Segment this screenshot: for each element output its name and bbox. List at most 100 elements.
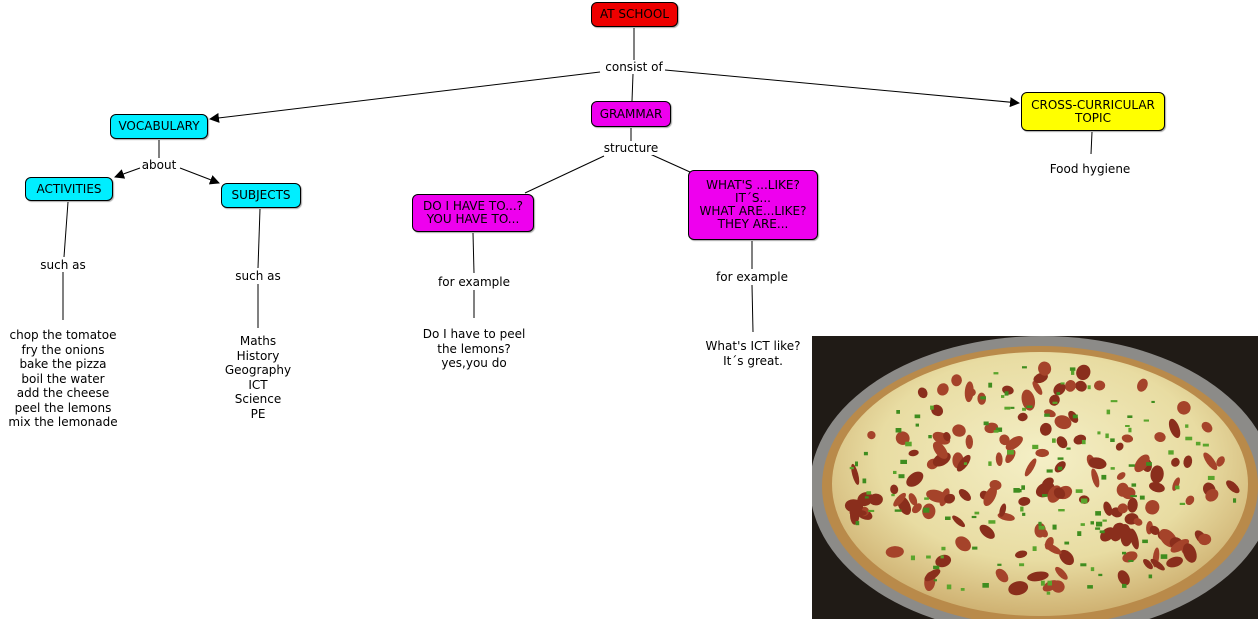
bacon-piece xyxy=(1054,415,1072,430)
bacon-piece xyxy=(1065,380,1076,392)
bacon-piece xyxy=(1149,482,1165,493)
bacon-piece xyxy=(1137,378,1148,392)
bacon-piece xyxy=(999,434,1010,446)
bacon-piece xyxy=(1039,422,1052,436)
scallion-piece xyxy=(1095,511,1101,516)
node-whats-like[interactable]: WHAT'S ...LIKE? IT´S... WHAT ARE...LIKE?… xyxy=(688,170,818,240)
bacon-piece xyxy=(911,503,922,514)
bacon-piece xyxy=(965,434,974,449)
scallion-piece xyxy=(1069,367,1076,371)
bacon-piece xyxy=(1122,551,1138,563)
scallion-piece xyxy=(1075,489,1083,493)
bacon-piece xyxy=(983,486,997,507)
scallion-piece xyxy=(1042,494,1048,497)
bacon-piece xyxy=(908,493,918,506)
scallion-piece xyxy=(891,493,895,497)
bacon-piece xyxy=(1018,496,1031,506)
bacon-piece xyxy=(885,546,904,558)
scallion-piece xyxy=(905,441,912,447)
scallion-piece xyxy=(1019,563,1025,567)
bacon-piece xyxy=(1134,454,1150,473)
node-at-school[interactable]: AT SCHOOL xyxy=(591,2,678,27)
bacon-piece xyxy=(1150,558,1165,571)
scallion-piece xyxy=(1072,414,1078,419)
bacon-piece xyxy=(849,509,867,517)
bacon-piece xyxy=(1112,522,1126,537)
bacon-piece xyxy=(1091,468,1100,488)
link-label-such-as-subjects: such as xyxy=(235,269,281,283)
scallion-piece xyxy=(1142,539,1148,544)
bacon-piece xyxy=(1205,488,1219,502)
bacon-piece xyxy=(924,568,941,582)
bacon-piece xyxy=(1117,503,1128,514)
node-vocabulary[interactable]: VOCABULARY xyxy=(110,114,208,139)
scallion-piece xyxy=(997,563,1002,566)
bacon-piece xyxy=(857,492,873,507)
bacon-piece xyxy=(1198,533,1212,546)
scallion-piece xyxy=(972,546,978,550)
bacon-piece xyxy=(1005,435,1023,451)
link-label-for-example-like: for example xyxy=(716,270,788,284)
scallion-piece xyxy=(1099,530,1105,534)
link-label-such-as-activities: such as xyxy=(40,258,86,272)
bacon-piece xyxy=(1094,380,1106,391)
bacon-piece xyxy=(1145,500,1160,515)
scallion-piece xyxy=(1007,450,1014,455)
bacon-piece xyxy=(944,493,956,504)
bacon-piece xyxy=(1166,556,1183,568)
scallion-piece xyxy=(1110,438,1115,442)
leaf-have-to-example: Do I have to peel the lemons? yes,you do xyxy=(422,327,526,370)
scallion-piece xyxy=(900,459,907,464)
scallion-piece xyxy=(849,466,854,470)
bacon-piece xyxy=(1121,434,1134,443)
bacon-piece xyxy=(964,381,974,403)
scallion-piece xyxy=(1040,580,1045,586)
bacon-piece xyxy=(1116,472,1126,480)
bacon-piece xyxy=(1226,480,1240,494)
scallion-piece xyxy=(1139,495,1145,500)
scallion-piece xyxy=(1233,498,1237,503)
scallion-piece xyxy=(1098,573,1103,577)
scallion-piece xyxy=(928,435,932,439)
scallion-piece xyxy=(1207,475,1215,480)
bacon-piece xyxy=(935,554,952,568)
scallion-piece xyxy=(1185,436,1193,441)
scallion-piece xyxy=(980,396,986,400)
bacon-piece xyxy=(999,503,1007,517)
scallion-piece xyxy=(982,583,989,588)
node-grammar[interactable]: GRAMMAR xyxy=(591,101,671,127)
scallion-piece xyxy=(1127,415,1133,418)
scallion-piece xyxy=(1032,444,1039,450)
scallion-piece xyxy=(1095,527,1101,530)
leaf-like-example: What's ICT like? It´s great. xyxy=(705,339,801,368)
bacon-piece xyxy=(1027,571,1049,582)
pizza-image xyxy=(812,336,1258,619)
scallion-piece xyxy=(1090,521,1094,525)
scallion-piece xyxy=(930,405,934,410)
bacon-piece xyxy=(867,430,876,440)
scallion-piece xyxy=(1110,467,1115,470)
node-subjects[interactable]: SUBJECTS xyxy=(221,183,301,208)
bacon-piece xyxy=(1127,497,1138,513)
scallion-piece xyxy=(1071,370,1075,375)
link-label-structure: structure xyxy=(603,141,659,155)
bacon-piece xyxy=(890,484,899,495)
bacon-piece xyxy=(1021,389,1036,411)
node-activities[interactable]: ACTIVITIES xyxy=(25,177,113,201)
node-do-i-have-to[interactable]: DO I HAVE TO...? YOU HAVE TO... xyxy=(412,194,534,232)
bacon-piece xyxy=(1008,581,1029,596)
scallion-piece xyxy=(862,478,867,484)
link-label-consist-of: consist of xyxy=(605,60,663,74)
bacon-piece xyxy=(943,432,951,441)
scallion-piece xyxy=(1179,502,1186,505)
scallion-piece xyxy=(1032,546,1037,551)
bacon-piece xyxy=(1177,401,1191,415)
scallion-piece xyxy=(971,515,977,519)
scallion-piece xyxy=(893,470,897,474)
leaf-activities-list: chop the tomatoe fry the onions bake the… xyxy=(8,328,118,429)
node-cross-curricular-topic[interactable]: CROSS-CURRICULAR TOPIC xyxy=(1021,92,1165,131)
bacon-piece xyxy=(1149,525,1160,536)
scallion-piece xyxy=(1047,580,1052,586)
bacon-piece xyxy=(1053,382,1066,396)
